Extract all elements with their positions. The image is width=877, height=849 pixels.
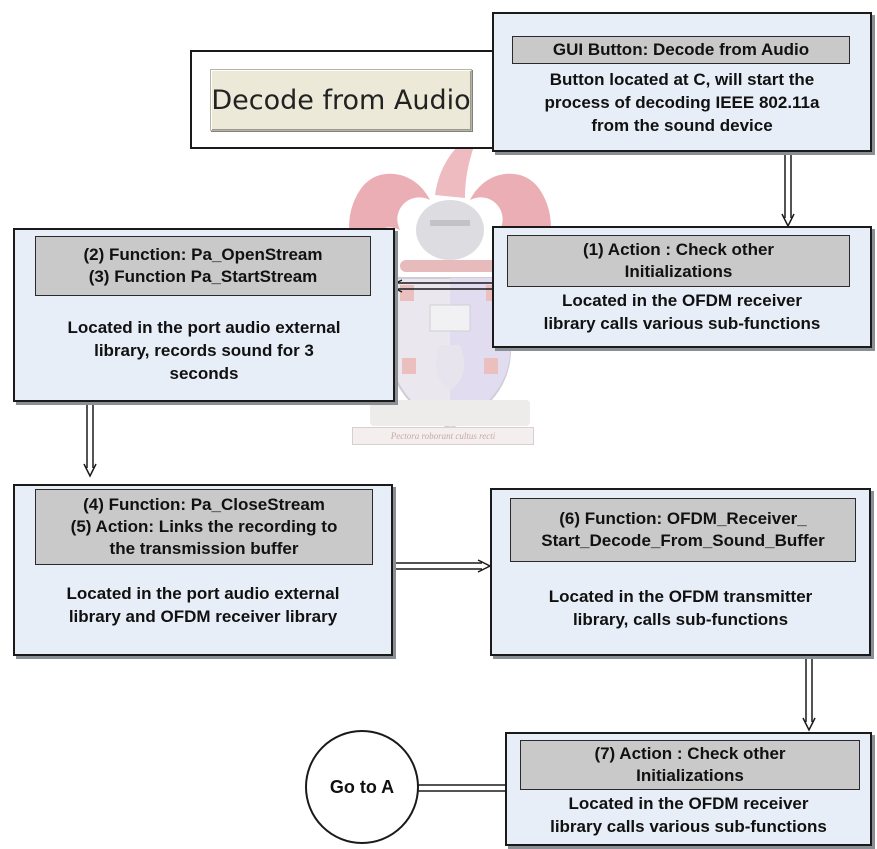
arrow-step6-to-step7 xyxy=(802,656,816,732)
gui-button-preview-frame: Decode from Audio xyxy=(190,50,495,149)
arrow-step1-to-step2 xyxy=(388,279,492,293)
step1-description: Located in the OFDM receiver library cal… xyxy=(543,291,821,333)
step4-5-box: (4) Function: Pa_CloseStream (5) Action:… xyxy=(13,484,393,656)
arrow-step2-to-step4 xyxy=(83,402,97,478)
step7-header: (7) Action : Check other Initializations xyxy=(520,740,860,790)
step1-header: (1) Action : Check other Initializations xyxy=(507,235,850,287)
gui-button-box: GUI Button: Decode from Audio Button loc… xyxy=(492,12,872,152)
line-step7-to-goto xyxy=(418,784,505,792)
goto-a-connector: Go to A xyxy=(305,730,419,844)
step7-description: Located in the OFDM receiver library cal… xyxy=(550,794,827,836)
step6-description: Located in the OFDM transmitter library,… xyxy=(548,587,813,629)
gui-button-header: GUI Button: Decode from Audio xyxy=(512,36,850,64)
step4-5-header: (4) Function: Pa_CloseStream (5) Action:… xyxy=(35,489,373,565)
step6-header: (6) Function: OFDM_Receiver_ Start_Decod… xyxy=(510,498,856,562)
step4-5-description: Located in the port audio external libra… xyxy=(66,584,340,626)
gui-button-description: Button located at C, will start the proc… xyxy=(544,70,820,135)
step7-box: (7) Action : Check other Initializations… xyxy=(505,732,872,846)
step1-box: (1) Action : Check other Initializations… xyxy=(492,226,872,348)
step2-3-header: (2) Function: Pa_OpenStream (3) Function… xyxy=(35,236,371,296)
crest-motto: Pectora roborant cultus recti xyxy=(352,427,534,445)
step6-box: (6) Function: OFDM_Receiver_ Start_Decod… xyxy=(490,488,871,656)
step2-3-description: Located in the port audio external libra… xyxy=(67,318,341,383)
university-crest-watermark xyxy=(339,130,561,430)
arrow-step4-to-step6 xyxy=(392,559,492,573)
arrow-gui-to-step1 xyxy=(781,152,795,228)
decode-from-audio-button[interactable]: Decode from Audio xyxy=(210,69,472,131)
step2-3-box: (2) Function: Pa_OpenStream (3) Function… xyxy=(13,228,395,402)
goto-a-label: Go to A xyxy=(329,776,395,797)
